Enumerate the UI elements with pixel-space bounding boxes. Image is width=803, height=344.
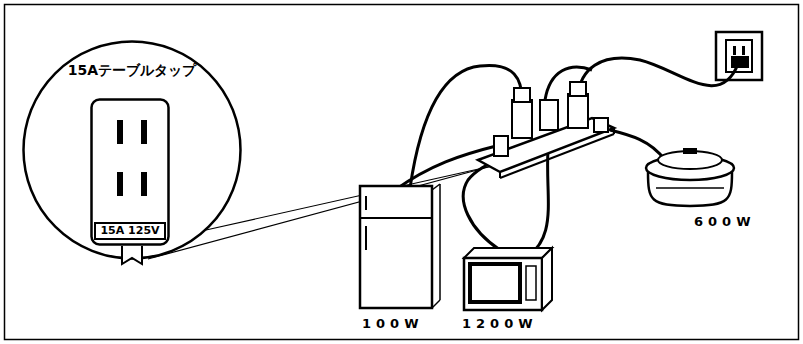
- wall-outlet: [716, 32, 762, 80]
- leader-line: [206, 166, 492, 230]
- plug-adapters: [494, 82, 608, 156]
- plug-tab: [122, 246, 142, 264]
- outlet-slots: [117, 120, 147, 196]
- wattage-label: 100W: [362, 316, 423, 331]
- refrigerator: [360, 184, 440, 308]
- wattage-label: 1200W: [462, 316, 538, 331]
- callout-title: 15Aテーブルタップ: [22, 62, 242, 80]
- rating-label: 15A 125V: [94, 222, 166, 240]
- table-tap-plate: 15A 125V: [90, 98, 170, 246]
- cords: [395, 58, 738, 262]
- microwave: [464, 248, 552, 310]
- wattage-label: 600W: [694, 214, 755, 229]
- callout-circle: 15Aテーブルタップ 15A 125V: [22, 40, 242, 260]
- rice-cooker: [646, 148, 734, 206]
- frame: [5, 5, 799, 340]
